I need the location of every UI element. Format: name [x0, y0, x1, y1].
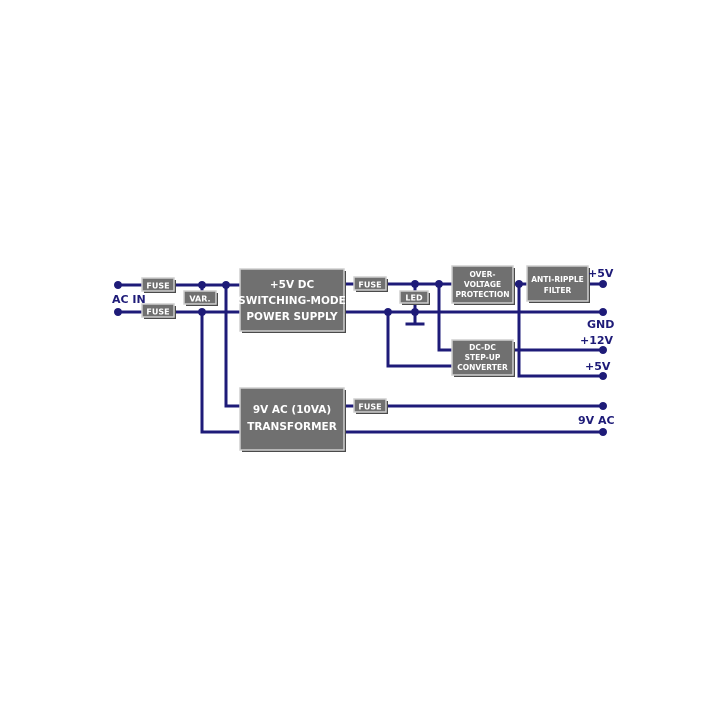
smps-line-1: +5V DC: [270, 279, 315, 291]
smps-line-3: POWER SUPPLY: [246, 311, 338, 323]
svg-text:LED: LED: [405, 294, 423, 303]
junction-dots: [114, 280, 607, 436]
ovp-line-1: OVER-: [470, 270, 496, 279]
svg-text:VAR.: VAR.: [189, 295, 210, 304]
varistor-block: VAR.: [183, 290, 218, 306]
smps-line-2: SWITCHING-MODE: [238, 295, 346, 307]
dc-dc-converter-block: DC-DC STEP-UP CONVERTER: [451, 339, 515, 377]
fuse-5v-block: FUSE: [353, 276, 388, 292]
dcdc-line-2: STEP-UP: [465, 353, 501, 362]
ovp-line-2: VOLTAGE: [464, 280, 501, 289]
transformer-block: 9V AC (10VA) TRANSFORMER: [239, 387, 346, 452]
fuse-in-bottom-block: FUSE: [141, 303, 176, 319]
svg-text:FUSE: FUSE: [358, 281, 381, 290]
smps-block: +5V DC SWITCHING-MODE POWER SUPPLY: [238, 268, 346, 333]
dcdc-line-1: DC-DC: [469, 343, 496, 352]
led-block: LED: [399, 290, 430, 305]
filter-line-2: FILTER: [544, 286, 572, 295]
output-5v-bottom-label: +5V: [585, 360, 611, 373]
dcdc-line-3: CONVERTER: [457, 363, 508, 372]
filter-line-1: ANTI-RIPPLE: [531, 275, 584, 284]
output-5v-top-label: +5V: [588, 267, 614, 280]
svg-text:FUSE: FUSE: [146, 308, 169, 317]
anti-ripple-filter-block: ANTI-RIPPLE FILTER: [526, 265, 590, 303]
transformer-line-2: TRANSFORMER: [247, 421, 337, 433]
ovp-block: OVER- VOLTAGE PROTECTION: [451, 265, 515, 305]
ovp-line-3: PROTECTION: [456, 290, 510, 299]
output-12v-label: +12V: [580, 334, 614, 347]
ac-in-label: AC IN: [112, 293, 146, 306]
svg-text:FUSE: FUSE: [146, 282, 169, 291]
gnd-label: GND: [587, 318, 614, 331]
transformer-line-1: 9V AC (10VA): [253, 404, 331, 416]
svg-text:FUSE: FUSE: [358, 403, 381, 412]
output-9vac-label: 9V AC: [578, 414, 615, 427]
fuse-in-top-block: FUSE: [141, 277, 176, 293]
fuse-9v-block: FUSE: [353, 398, 388, 414]
